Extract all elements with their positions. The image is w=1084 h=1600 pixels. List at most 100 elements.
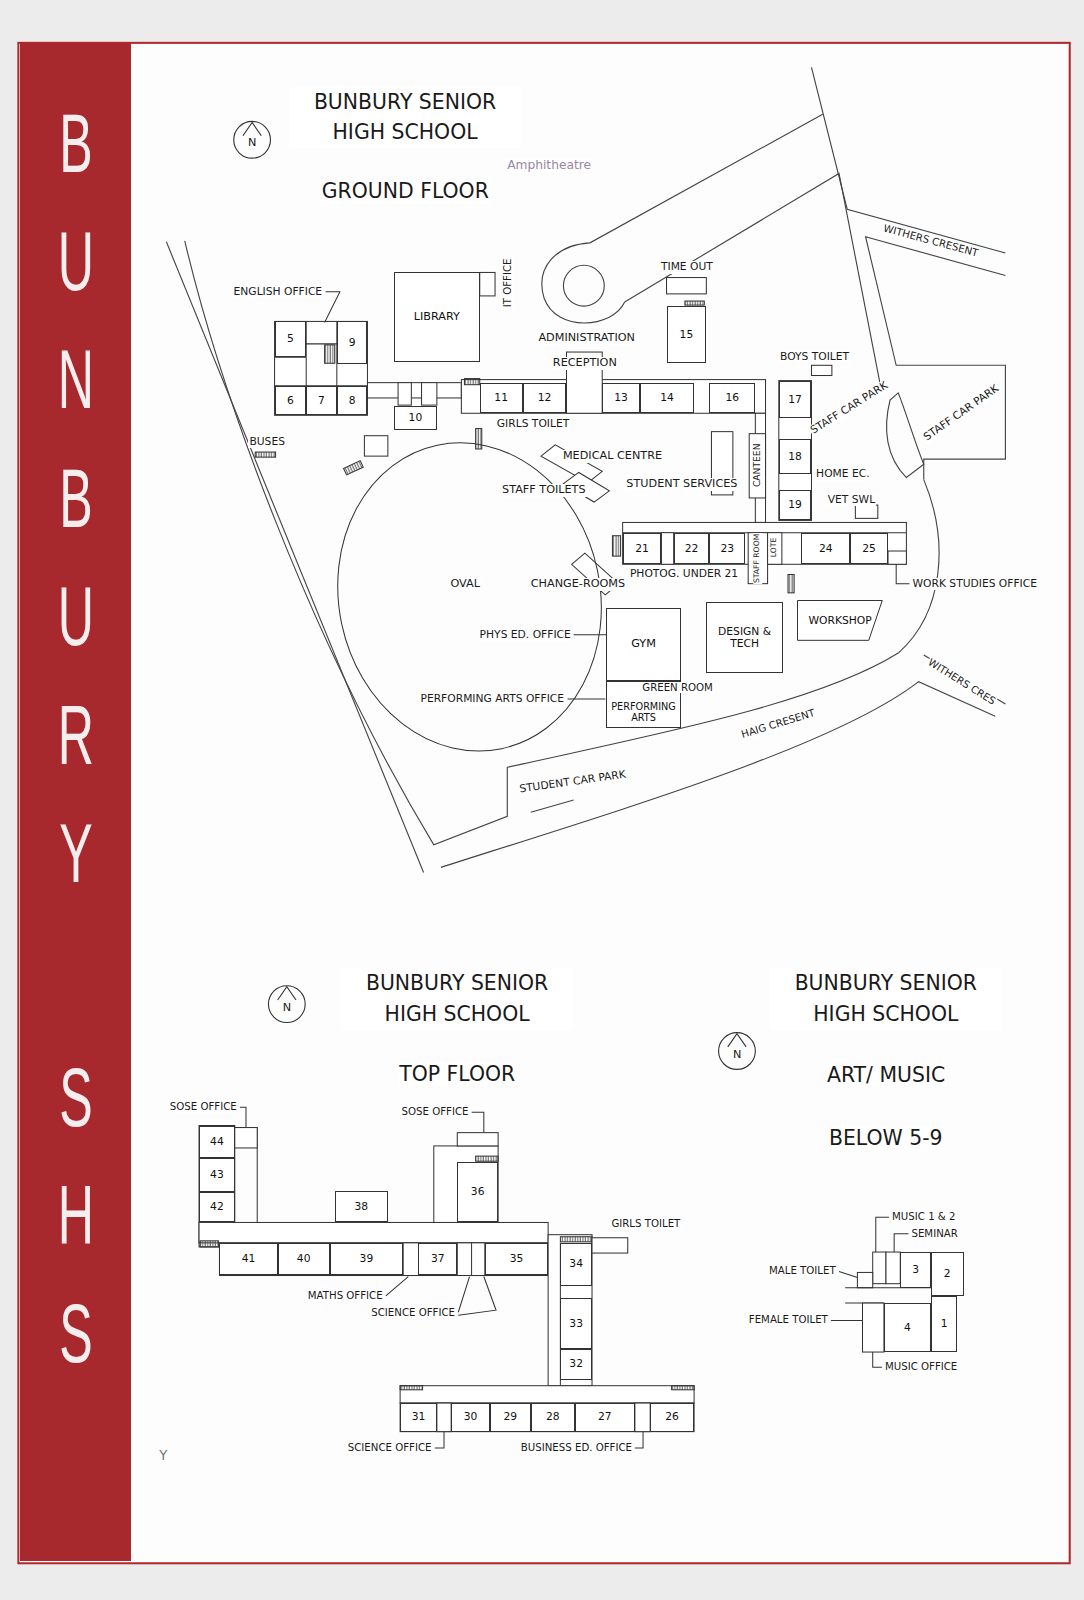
music-buildings <box>845 1252 931 1352</box>
map-label: PHOTOG. UNDER 21 <box>629 568 739 580</box>
map-heading: BUNBURY SENIOR HIGH SCHOOL <box>341 968 573 1029</box>
room-box: 18 <box>779 439 812 475</box>
room-label: 1 <box>941 1318 948 1330</box>
map-label: STAFF TOILETS <box>501 484 587 497</box>
map-label: PERFORMING ARTS OFFICE <box>419 693 565 705</box>
map-rect <box>788 574 794 592</box>
map-path <box>568 698 606 699</box>
room-label: 43 <box>210 1169 224 1181</box>
map-rect <box>219 1243 548 1276</box>
map-path <box>635 1432 643 1448</box>
map-path <box>325 292 340 323</box>
map-path <box>386 1277 408 1296</box>
map-circle <box>719 1033 756 1070</box>
map-rect <box>685 301 704 305</box>
room-box: 38 <box>335 1191 388 1223</box>
map-rect <box>457 1133 498 1146</box>
map-rect <box>367 383 461 398</box>
room-box: 23 <box>709 533 745 565</box>
room-label: 2 <box>944 1268 951 1280</box>
room-label: 40 <box>297 1253 311 1265</box>
map-rect <box>400 1403 694 1432</box>
map-label: MATHS OFFICE <box>307 1290 384 1302</box>
room-label: 4 <box>904 1322 911 1334</box>
map-rect <box>748 533 767 584</box>
stray-mark: Y <box>158 1448 168 1463</box>
map-rect <box>779 381 812 521</box>
map-label: SOSE OFFICE <box>169 1101 238 1113</box>
room-label: DESIGN & TECH <box>708 626 781 650</box>
map-path <box>542 114 823 323</box>
map-label: TIME OUT <box>660 261 714 273</box>
street-label: STAFF CAR PARK <box>921 382 1002 444</box>
map-rect <box>612 536 620 556</box>
street-label: HAIG CRESENT <box>739 707 817 741</box>
map-rect <box>235 1128 257 1148</box>
map-rect <box>400 1386 694 1403</box>
room-label: 33 <box>569 1318 583 1330</box>
library-box: LIBRARY <box>394 272 480 362</box>
room-label: 42 <box>210 1201 224 1213</box>
map-label: ADMINISTRATION <box>537 332 636 345</box>
room-label: 39 <box>360 1253 374 1265</box>
map-rect <box>434 1146 498 1223</box>
room-label: LIBRARY <box>414 311 460 323</box>
map-label: SOSE OFFICE <box>401 1106 470 1118</box>
room-label: WORKSHOP <box>808 615 871 627</box>
map-label: WORK STUDIES OFFICE <box>911 578 1038 590</box>
room-box: 31 <box>400 1403 437 1432</box>
room-box: 17 <box>779 381 812 419</box>
room-box: 39 <box>330 1243 403 1276</box>
map-path <box>845 1288 931 1303</box>
room-label: 25 <box>862 543 876 555</box>
map-label: HOME EC. <box>815 468 871 480</box>
room-box: 8 <box>337 386 368 416</box>
room-box: 30 <box>451 1403 490 1432</box>
room-label: 7 <box>318 395 325 407</box>
room-box: 27 <box>575 1403 635 1432</box>
room-label: 22 <box>685 543 699 555</box>
map-label: GREEN ROOM <box>641 682 714 694</box>
map-rect <box>403 1243 418 1276</box>
map-path <box>887 393 924 478</box>
room-label: 13 <box>614 392 628 404</box>
room-label: PERFORMING ARTS <box>608 702 679 723</box>
room-label: 36 <box>471 1186 485 1198</box>
map-label: RECEPTION <box>552 357 618 370</box>
map-rect <box>768 533 782 565</box>
map-rect <box>888 551 906 564</box>
design-tech-box: DESIGN & TECH <box>706 602 783 673</box>
map-rect <box>457 1243 485 1276</box>
room-label: 8 <box>349 395 356 407</box>
workshop-shape <box>798 601 883 641</box>
map-circle <box>234 121 271 158</box>
compass-letter: N <box>282 1002 292 1015</box>
room-box: 11 <box>480 383 523 414</box>
map-label: MEDICAL CENTRE <box>562 450 663 463</box>
room-box: 22 <box>674 533 710 565</box>
map-rect <box>437 1403 451 1432</box>
map-label: IT OFFICE <box>501 257 513 308</box>
map-rect <box>199 1222 548 1242</box>
map-label: BOYS TOILET <box>779 351 850 363</box>
room-box: 43 <box>199 1158 235 1192</box>
map-path <box>185 241 939 845</box>
room-label: 24 <box>819 543 833 555</box>
room-label: 9 <box>349 337 356 349</box>
workshop-box: WORKSHOP <box>797 600 883 641</box>
map-rect <box>364 436 387 456</box>
room-label: 5 <box>287 333 294 345</box>
map-label: CHANGE-ROOMS <box>530 578 626 591</box>
room-box: 5 <box>275 321 307 357</box>
street-label: WITHERS CRESENT <box>881 222 980 259</box>
room-box: 37 <box>418 1243 457 1276</box>
map-heading: ART/ MUSIC <box>826 1064 946 1087</box>
room-label: 21 <box>635 543 649 555</box>
map-rect <box>464 379 479 385</box>
room-label: 41 <box>242 1253 256 1265</box>
band-letters: SHS <box>50 1038 100 1393</box>
map-path <box>240 1107 246 1127</box>
room-label: 16 <box>726 392 740 404</box>
map-rect <box>480 272 495 295</box>
